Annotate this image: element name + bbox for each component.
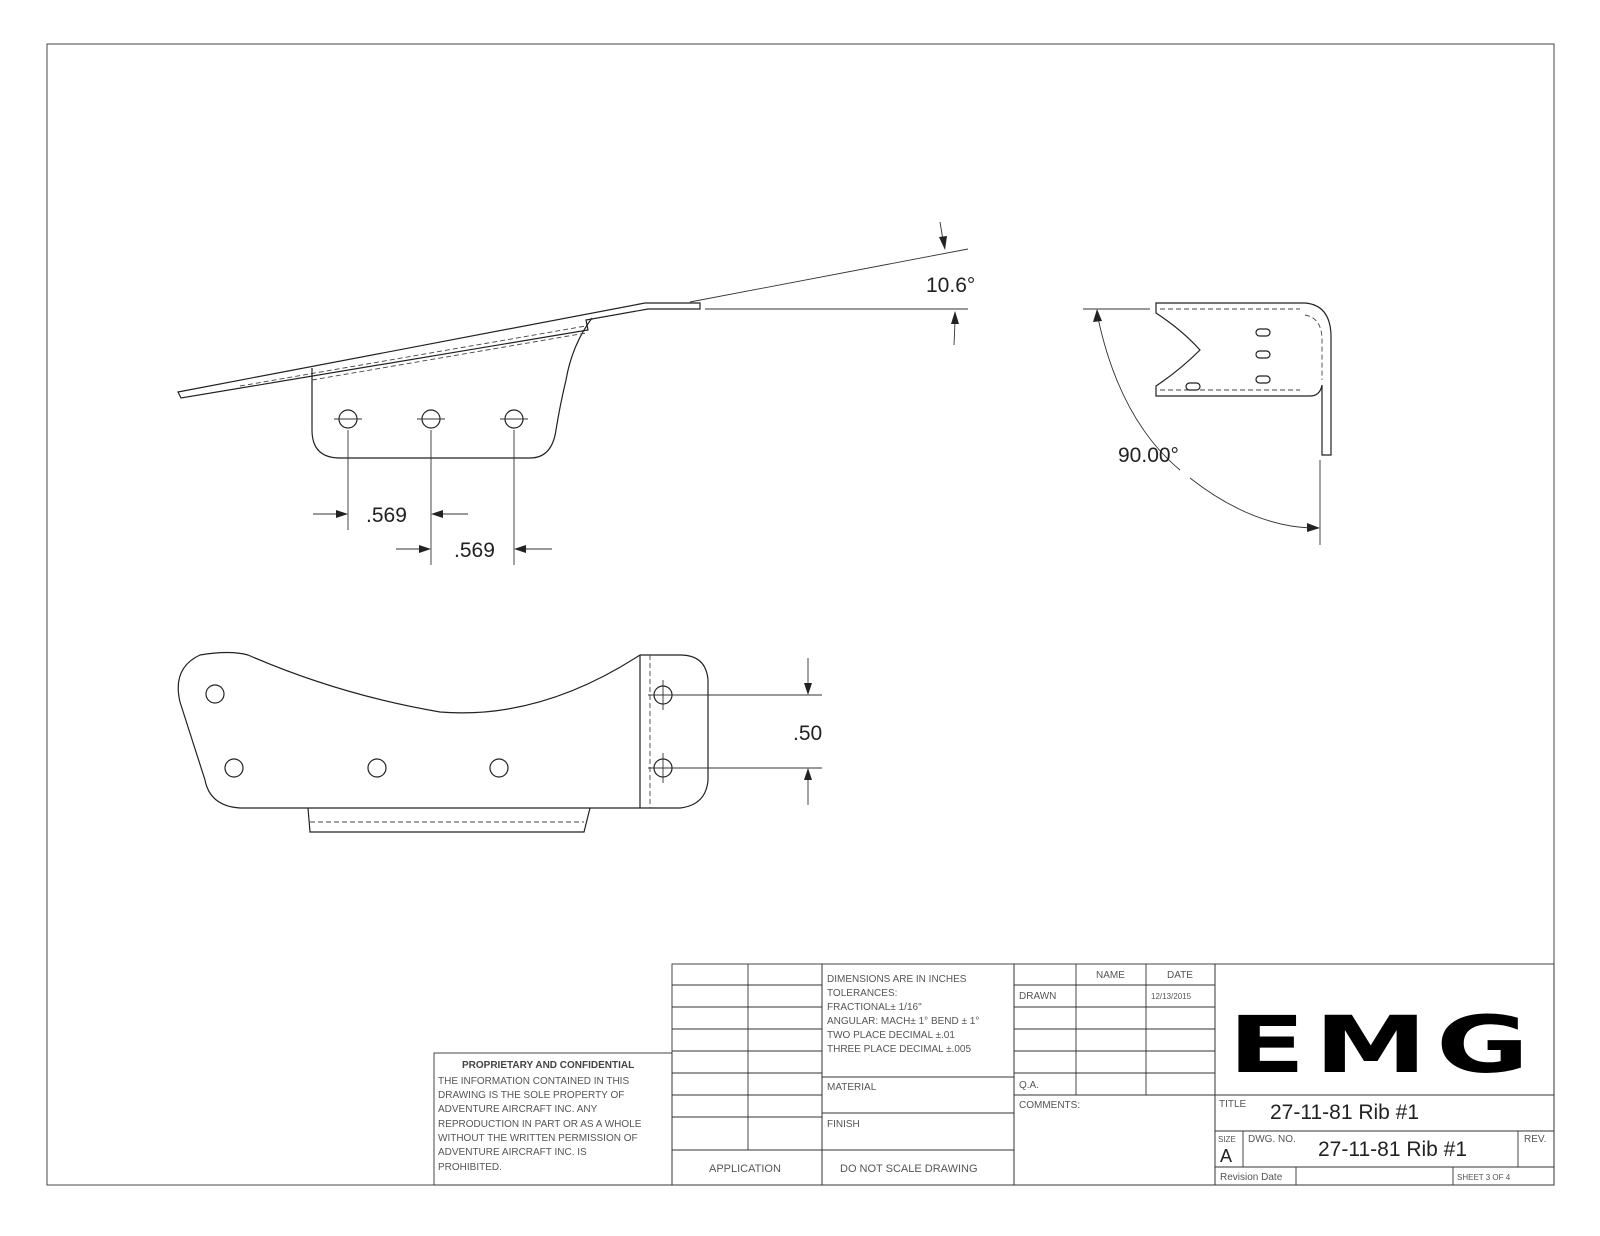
hole-spacing-dimension-2: .569: [454, 539, 495, 562]
qa-label: Q.A.: [1019, 1080, 1039, 1091]
end-view: 90.00°: [1083, 302, 1332, 545]
drawn-label: DRAWN: [1019, 991, 1056, 1002]
dwg-no-label: DWG. NO.: [1248, 1134, 1296, 1145]
plan-view: .50: [177, 651, 822, 833]
fractional-tolerance: FRACTIONAL± 1/16": [827, 1002, 922, 1013]
bend-angle-dimension-top: 10.6°: [926, 274, 975, 297]
side-view-holes: [334, 409, 528, 429]
revision-date-label: Revision Date: [1220, 1172, 1283, 1183]
proprietary-line: REPRODUCTION IN PART OR AS A WHOLE: [438, 1119, 642, 1130]
proprietary-line: ADVENTURE AIRCRAFT INC. ANY: [438, 1104, 598, 1115]
drawing-title: 27-11-81 Rib #1: [1270, 1101, 1419, 1124]
proprietary-line: DRAWING IS THE SOLE PROPERTY OF: [438, 1090, 624, 1101]
do-not-scale-label: DO NOT SCALE DRAWING: [840, 1163, 978, 1175]
application-label: APPLICATION: [709, 1163, 781, 1175]
name-header: NAME: [1096, 970, 1125, 981]
proprietary-line: ADVENTURE AIRCRAFT INC. IS: [438, 1147, 587, 1158]
material-label: MATERIAL: [827, 1082, 877, 1093]
proprietary-title: PROPRIETARY AND CONFIDENTIAL: [462, 1060, 634, 1071]
proprietary-line: WITHOUT THE WRITTEN PERMISSION OF: [438, 1133, 638, 1144]
slot: [1255, 375, 1271, 384]
slot: [1255, 350, 1271, 359]
hole: [205, 684, 225, 704]
two-place-tolerance: TWO PLACE DECIMAL ±.01: [827, 1030, 955, 1041]
title-block: PROPRIETARY AND CONFIDENTIAL THE INFORMA…: [433, 963, 1555, 1186]
drawn-date: 12/13/2015: [1151, 992, 1192, 1001]
proprietary-line: THE INFORMATION CONTAINED IN THIS: [438, 1076, 629, 1087]
slot: [1255, 328, 1271, 337]
bend-angle-dimension-90: 90.00°: [1118, 444, 1179, 467]
hole: [367, 758, 387, 778]
title-label: TITLE: [1219, 1099, 1247, 1110]
drawing-number: 27-11-81 Rib #1: [1318, 1138, 1467, 1161]
company-logo: EMG: [1228, 1001, 1538, 1091]
tolerances-label: TOLERANCES:: [827, 988, 897, 999]
angular-tolerance: ANGULAR: MACH± 1° BEND ± 1°: [827, 1016, 979, 1027]
sheet-number: SHEET 3 OF 4: [1457, 1173, 1511, 1182]
three-place-tolerance: THREE PLACE DECIMAL ±.005: [827, 1044, 971, 1055]
hole: [224, 758, 244, 778]
finish-label: FINISH: [827, 1119, 860, 1130]
hole: [489, 758, 509, 778]
dimensions-note: DIMENSIONS ARE IN INCHES: [827, 974, 967, 985]
size-label: SIZE: [1218, 1135, 1236, 1144]
comments-label: COMMENTS:: [1019, 1100, 1080, 1111]
hole-pitch-dimension: .50: [793, 722, 822, 745]
date-header: DATE: [1167, 970, 1193, 981]
slot: [1185, 382, 1201, 391]
sheet-size: A: [1220, 1146, 1232, 1166]
hole-spacing-dimension-1: .569: [366, 504, 407, 527]
side-view: .569 .569 10.6°: [177, 221, 975, 565]
proprietary-line: PROHIBITED.: [438, 1162, 502, 1173]
rev-label: REV.: [1524, 1134, 1546, 1145]
